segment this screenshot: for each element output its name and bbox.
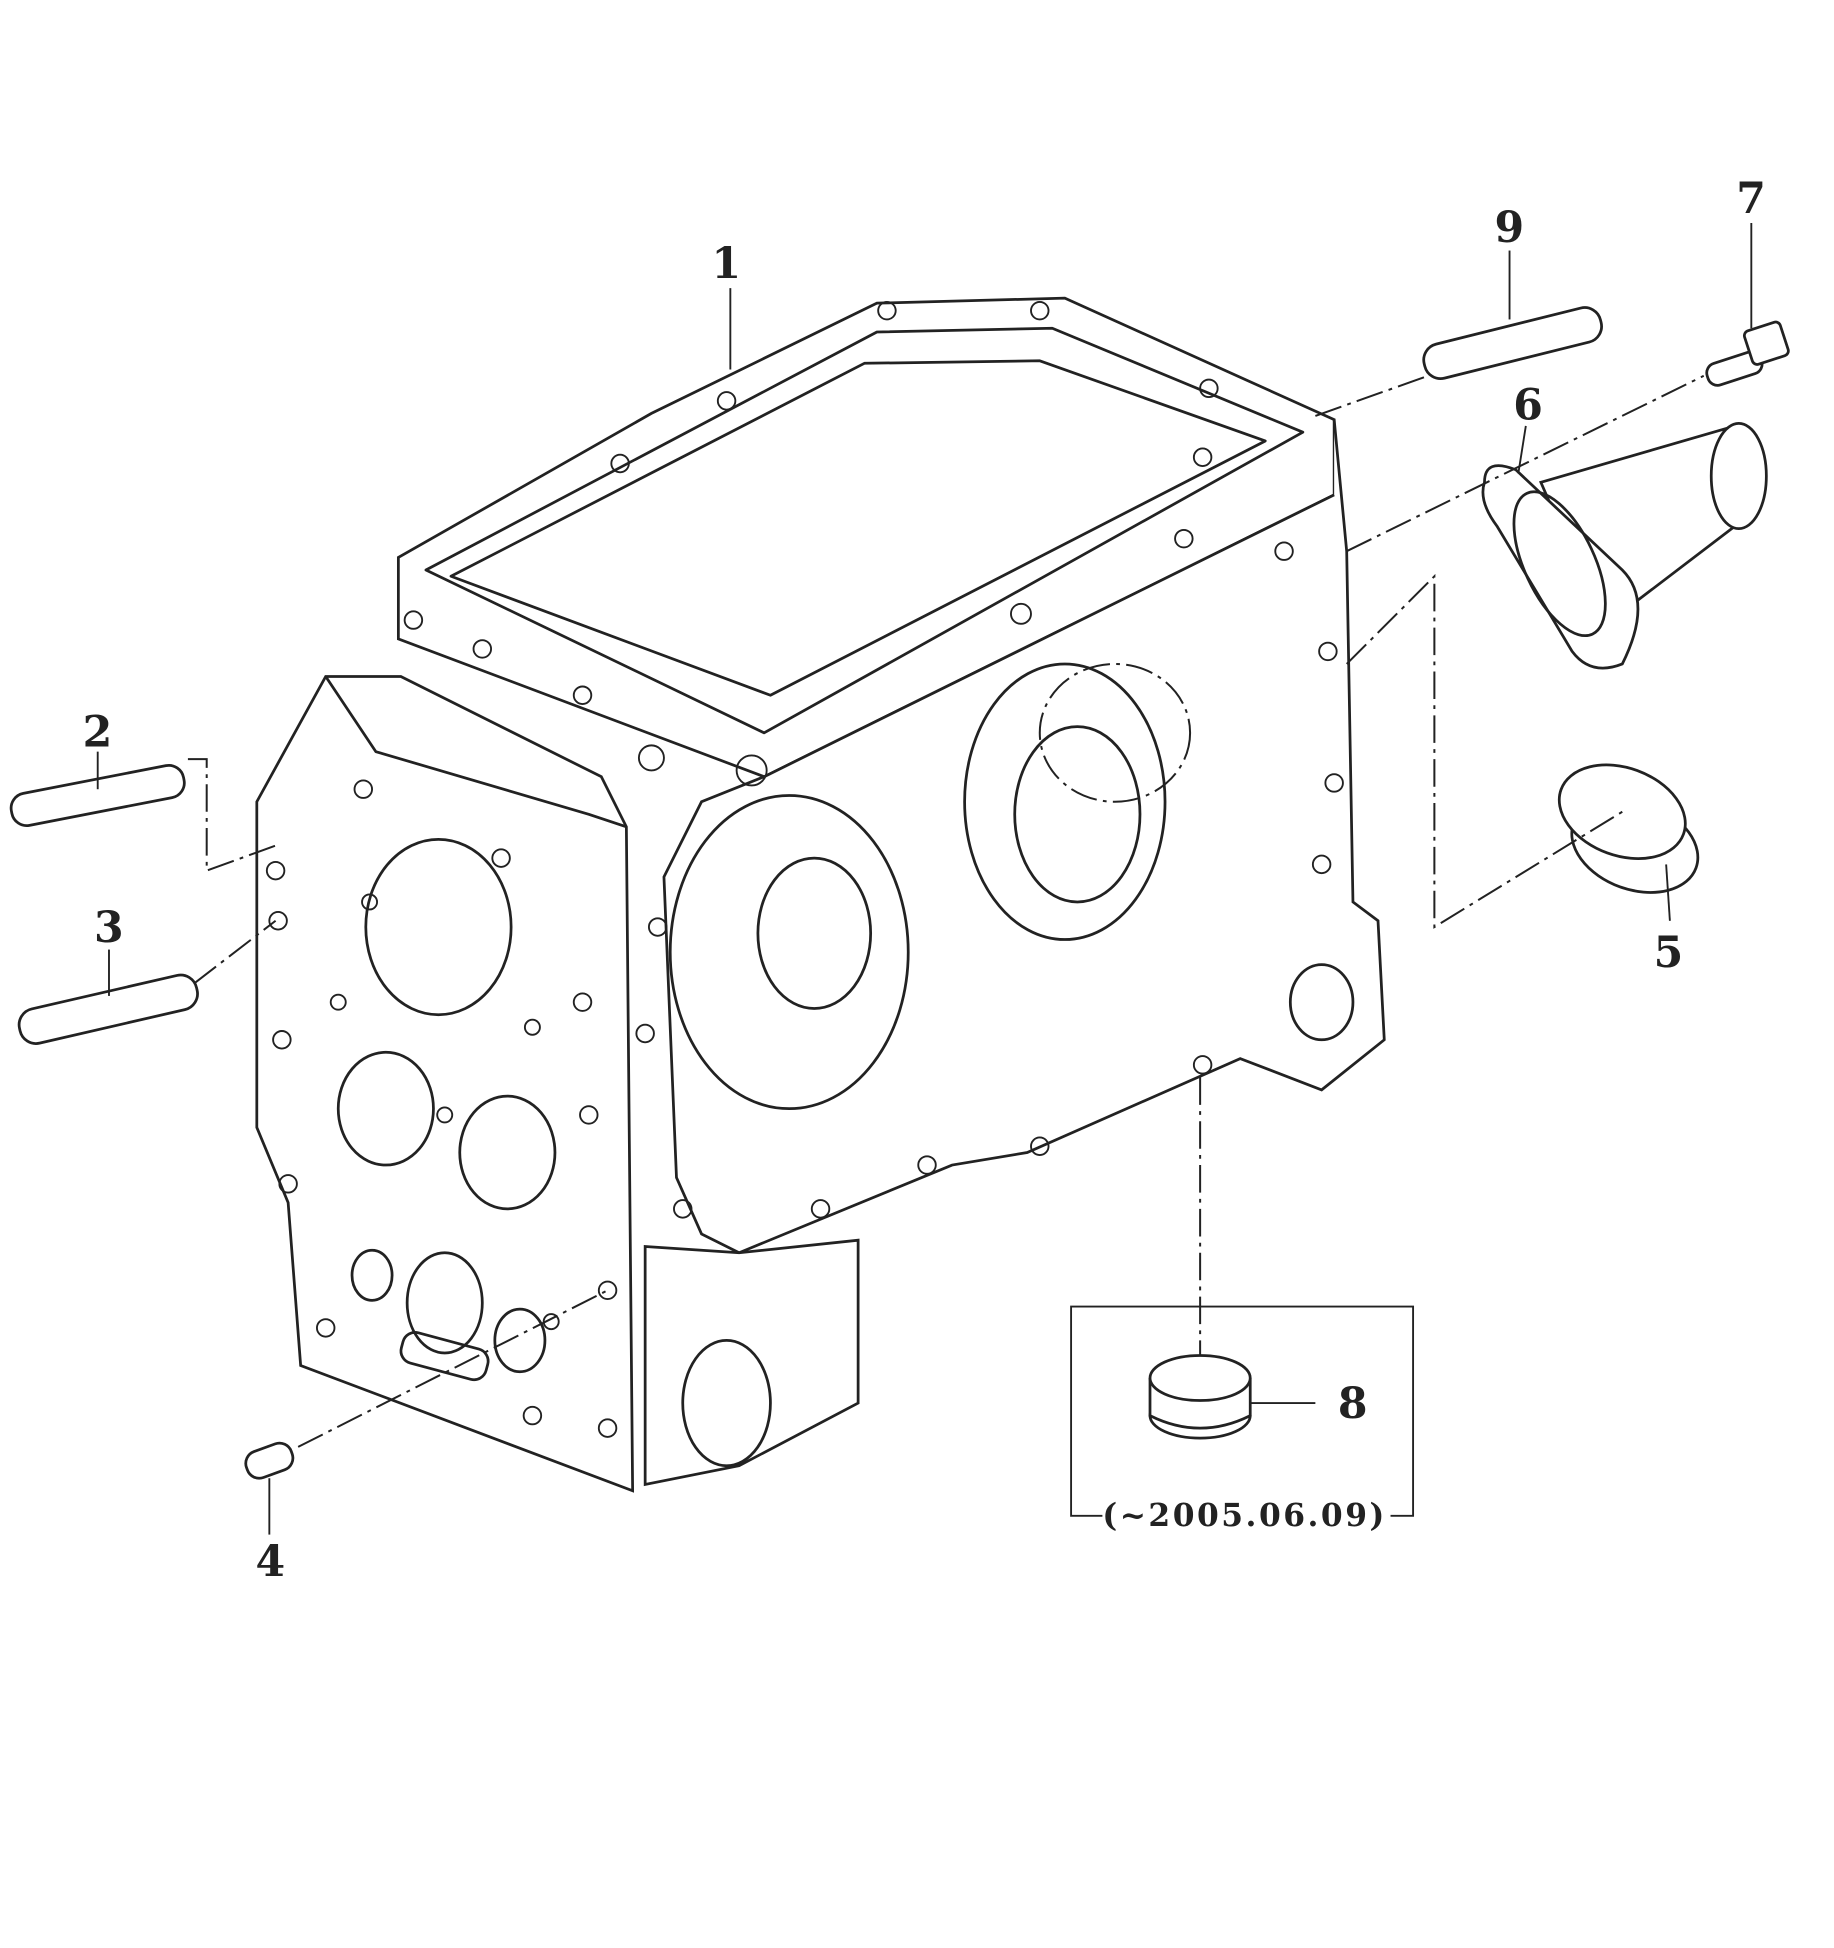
stud-bolt-3 (17, 973, 199, 1045)
callout-5: 5 (1654, 928, 1684, 978)
bolt-7 (1705, 320, 1790, 387)
callout-6: 6 (1513, 381, 1543, 431)
callout-7: 7 (1736, 174, 1766, 224)
plug-8 (1148, 1354, 1252, 1440)
seal-ring-5 (1557, 763, 1700, 894)
stud-bolt-2 (9, 763, 186, 827)
callout-2: 2 (83, 708, 113, 758)
callout-3: 3 (94, 903, 124, 953)
callout-9: 9 (1495, 203, 1525, 253)
stud-bolt-9 (1422, 306, 1603, 381)
sleeve-gasket-6 (1481, 422, 1768, 670)
callout-4: 4 (256, 1537, 286, 1587)
dowel-pin-4 (244, 1441, 295, 1480)
callout-1: 1 (712, 239, 742, 289)
transmission-housing (255, 296, 1386, 1493)
callout-8: 8 (1338, 1379, 1368, 1429)
date-note: (~2005.06.09) (1102, 1498, 1386, 1534)
